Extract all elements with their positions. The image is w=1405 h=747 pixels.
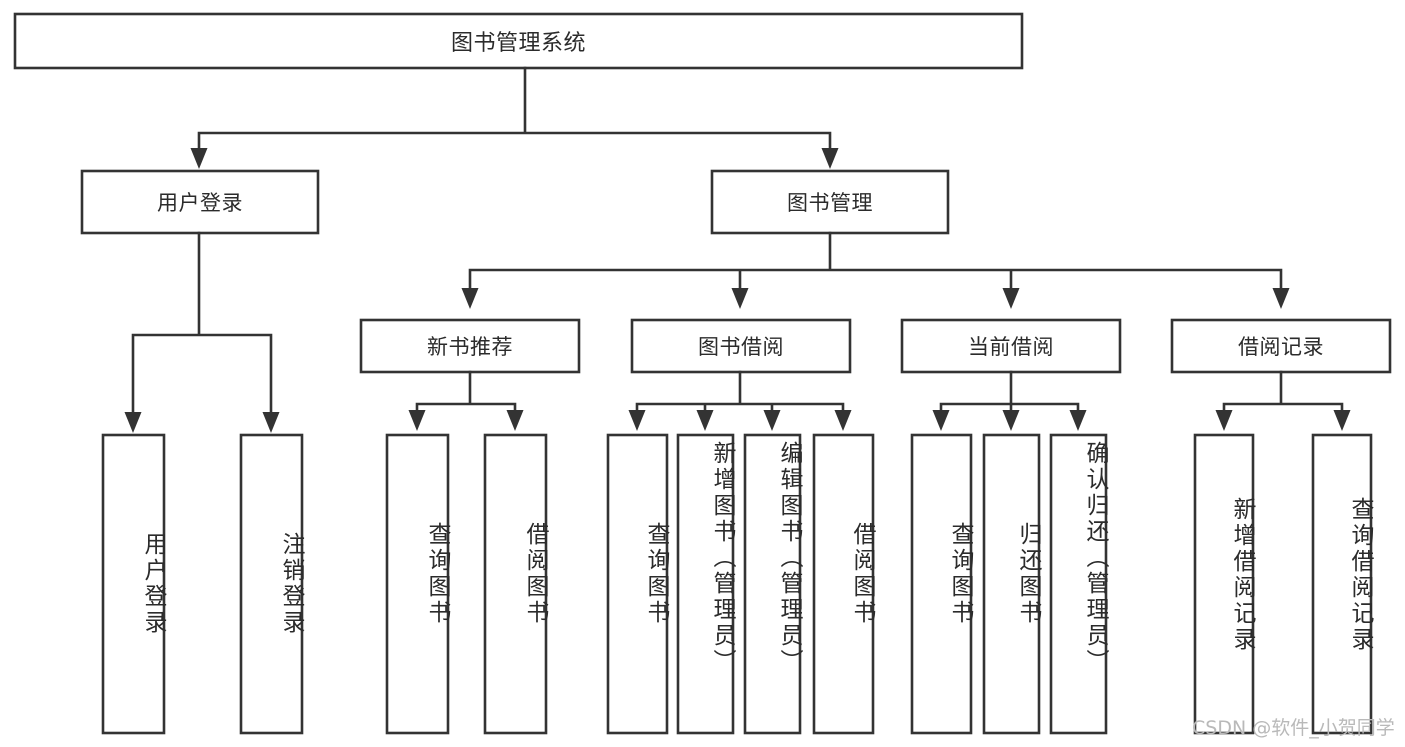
connector-userlogin-to-leaves (124, 231, 280, 433)
node-box-user-login[interactable] (80, 169, 320, 235)
leaf-box-recommend-borrow[interactable] (483, 433, 548, 735)
node-box-current-borrow[interactable] (900, 318, 1122, 374)
leaf-box-current-confirm[interactable] (1049, 433, 1108, 735)
leaf-box-user-login-login[interactable] (101, 433, 166, 735)
node-box-new-book-recommend[interactable] (359, 318, 581, 374)
node-box-book-borrow[interactable] (630, 318, 852, 374)
leaf-box-borrow-add[interactable] (676, 433, 735, 735)
leaf-box-borrow-lend[interactable] (812, 433, 875, 735)
leaf-box-borrow-edit[interactable] (743, 433, 802, 735)
connector-root-to-level2 (190, 66, 839, 169)
node-box-borrow-record[interactable] (1170, 318, 1392, 374)
connector-borrowrecord-to-leaves (1215, 370, 1351, 431)
node-box-book-manage[interactable] (710, 169, 950, 235)
connector-currentborrow-to-leaves (932, 370, 1087, 431)
node-box-root[interactable] (13, 12, 1024, 70)
connector-bookmanage-to-level3 (461, 231, 1290, 309)
leaf-box-borrow-query[interactable] (606, 433, 669, 735)
connector-bookborrow-to-leaves (628, 370, 852, 431)
leaf-box-record-query[interactable] (1311, 433, 1373, 735)
leaf-box-current-query[interactable] (910, 433, 973, 735)
leaf-box-record-add[interactable] (1193, 433, 1255, 735)
connector-recommend-to-leaves (408, 370, 524, 431)
leaf-box-current-return[interactable] (982, 433, 1041, 735)
leaf-box-user-login-logout[interactable] (239, 433, 304, 735)
leaf-box-recommend-query[interactable] (385, 433, 450, 735)
